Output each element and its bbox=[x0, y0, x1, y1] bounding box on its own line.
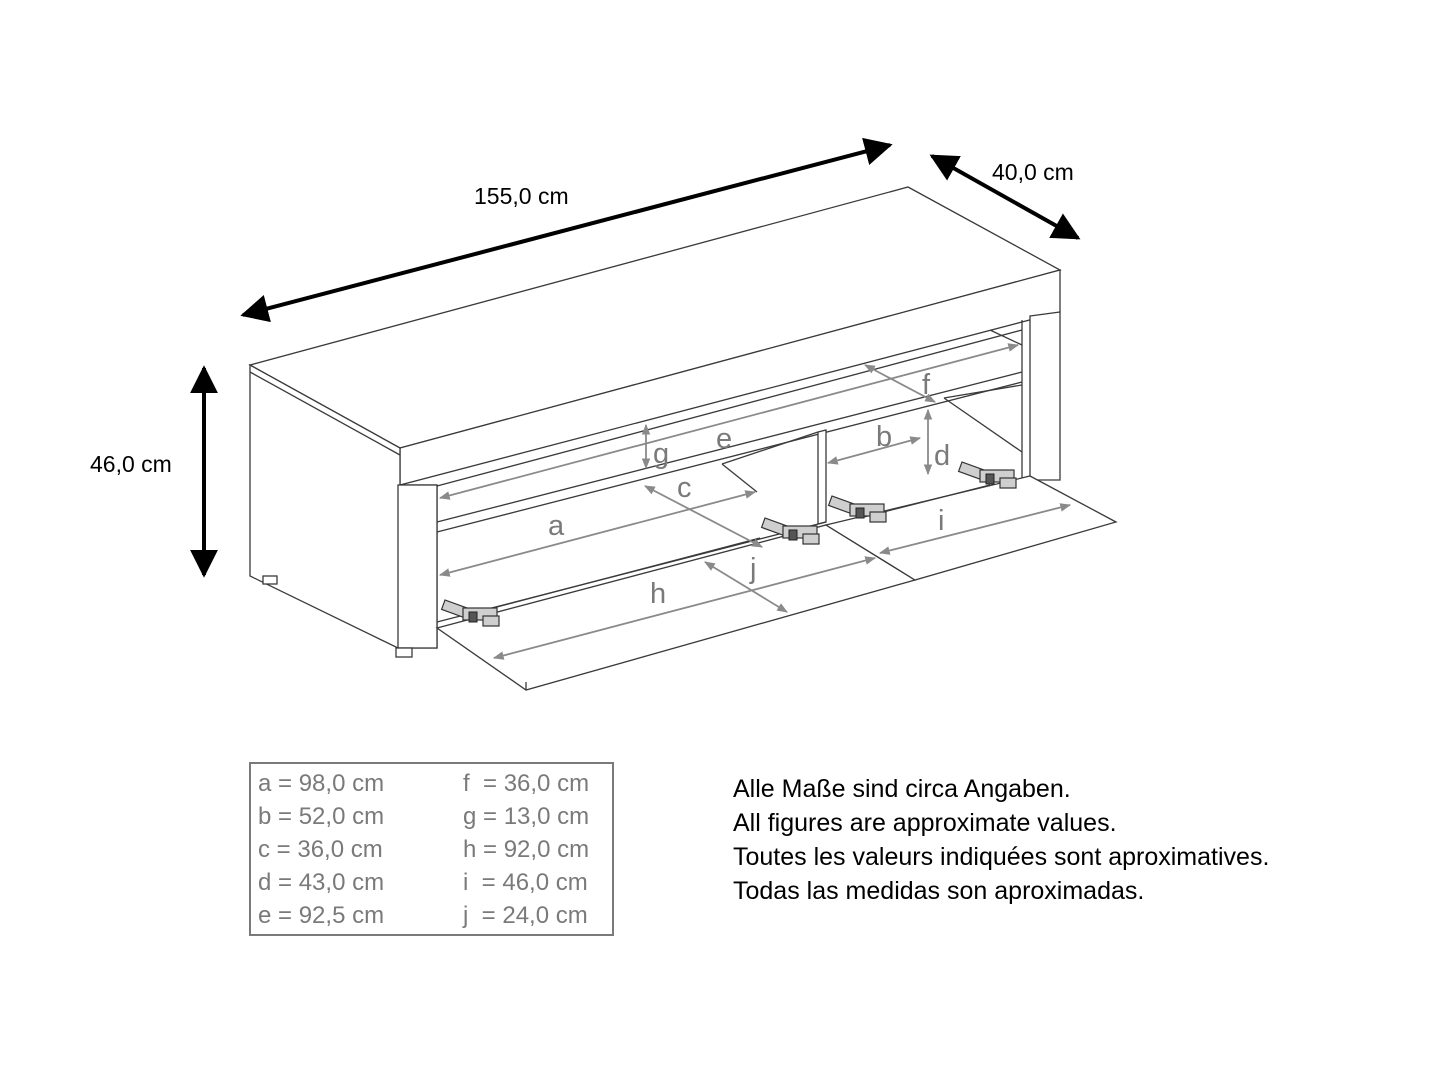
dim-label-c: c bbox=[677, 472, 692, 504]
dim-label-i: i bbox=[938, 505, 944, 537]
height-label: 46,0 cm bbox=[90, 451, 172, 477]
hinge-3 bbox=[827, 495, 887, 523]
dim-arrow-h bbox=[492, 556, 877, 660]
dim-arrow-i bbox=[878, 503, 1072, 555]
dim-label-e: e bbox=[716, 423, 732, 455]
note-spanish: Todas las medidas son aproximadas. bbox=[733, 877, 1145, 905]
legend-value-h: h = 92,0 cm bbox=[463, 836, 590, 863]
middle-divider bbox=[817, 429, 827, 525]
legend-row: a = 98,0 cm f = 36,0 cm bbox=[251, 770, 612, 803]
overall-dimensions: 155,0 cm 40,0 cm 46,0 cm bbox=[90, 137, 1081, 578]
note-german: Alle Maße sind circa Angaben. bbox=[733, 775, 1071, 803]
depth-label: 40,0 cm bbox=[992, 159, 1074, 185]
dim-label-d: d bbox=[934, 440, 950, 472]
dim-label-j: j bbox=[749, 553, 756, 585]
legend-row: e = 92,5 cm j = 24,0 cm bbox=[251, 902, 612, 935]
dimension-legend: a = 98,0 cm f = 36,0 cm b = 52,0 cm g = … bbox=[249, 762, 614, 936]
depth-arrow bbox=[929, 154, 1081, 240]
left-flap bbox=[435, 524, 917, 691]
legend-row: d = 43,0 cm i = 46,0 cm bbox=[251, 869, 612, 902]
left-front-post bbox=[397, 484, 438, 649]
legend-value-e: e = 92,5 cm bbox=[258, 902, 385, 929]
dim-label-b: b bbox=[876, 421, 892, 453]
legend-value-c: c = 36,0 cm bbox=[258, 836, 383, 863]
note-french: Toutes les valeurs indiquées sont aproxi… bbox=[733, 843, 1270, 871]
foot-front bbox=[395, 647, 413, 658]
dim-arrow-f bbox=[864, 364, 936, 403]
dim-arrow-b bbox=[826, 436, 922, 465]
dim-label-h: h bbox=[650, 578, 666, 610]
hinge-2 bbox=[760, 517, 820, 545]
legend-value-i: i = 46,0 cm bbox=[463, 869, 588, 896]
foot-back bbox=[262, 575, 278, 585]
legend-value-f: f = 36,0 cm bbox=[463, 770, 590, 797]
dim-label-a: a bbox=[548, 510, 565, 542]
note-english: All figures are approximate values. bbox=[733, 809, 1117, 837]
width-label: 155,0 cm bbox=[474, 183, 569, 209]
legend-value-g: g = 13,0 cm bbox=[463, 803, 590, 830]
legend-row: b = 52,0 cm g = 13,0 cm bbox=[251, 803, 612, 836]
legend-value-b: b = 52,0 cm bbox=[258, 803, 385, 830]
legend-row: c = 36,0 cm h = 92,0 cm bbox=[251, 836, 612, 869]
approximation-notes: Alle Maße sind circa Angaben. All figure… bbox=[733, 772, 1269, 908]
legend-value-j: j = 24,0 cm bbox=[463, 902, 588, 929]
dimension-letter-labels: a b c d e f g h i j bbox=[548, 369, 950, 610]
hinge-1 bbox=[440, 599, 500, 627]
legend-value-d: d = 43,0 cm bbox=[258, 869, 385, 896]
hinge-4 bbox=[957, 461, 1017, 489]
width-arrow bbox=[240, 137, 893, 323]
dim-label-g: g bbox=[653, 438, 669, 470]
dim-arrow-j bbox=[704, 561, 788, 613]
right-front-post bbox=[1029, 311, 1061, 481]
internal-dimension-arrows bbox=[438, 343, 1072, 660]
dim-label-f: f bbox=[922, 369, 931, 401]
legend-value-a: a = 98,0 cm bbox=[258, 770, 385, 797]
